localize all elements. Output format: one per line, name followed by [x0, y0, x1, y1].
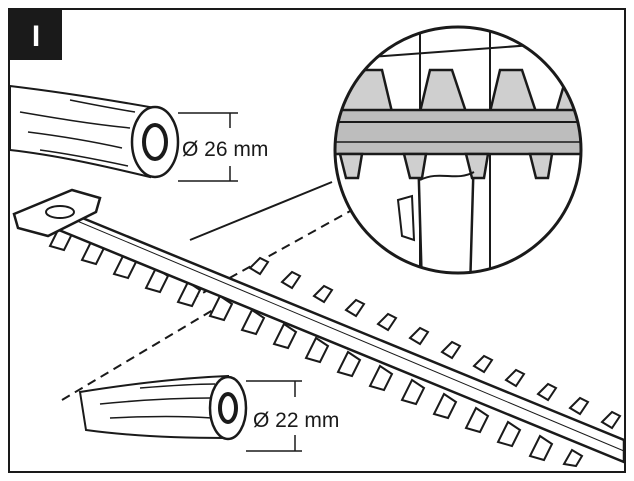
thin-branch-dimension	[246, 380, 302, 452]
magnifier-ring	[333, 25, 583, 275]
blade-upper-teeth	[248, 256, 622, 430]
magnified-lower-teeth	[338, 152, 554, 180]
thick-branch-dimension	[178, 112, 238, 182]
figure-badge-label: I	[32, 20, 40, 53]
magnifier-detail	[333, 25, 583, 275]
thick-branch	[9, 84, 180, 179]
figure-badge: I	[10, 10, 62, 60]
thin-branch	[78, 374, 248, 441]
magnified-bar	[335, 108, 581, 156]
thick-branch-diameter-label: Ø 26 mm	[182, 138, 268, 161]
trimmer-blade	[12, 188, 626, 468]
thin-branch-diameter-label: Ø 22 mm	[253, 409, 339, 432]
guide-dashed-line	[61, 294, 239, 401]
